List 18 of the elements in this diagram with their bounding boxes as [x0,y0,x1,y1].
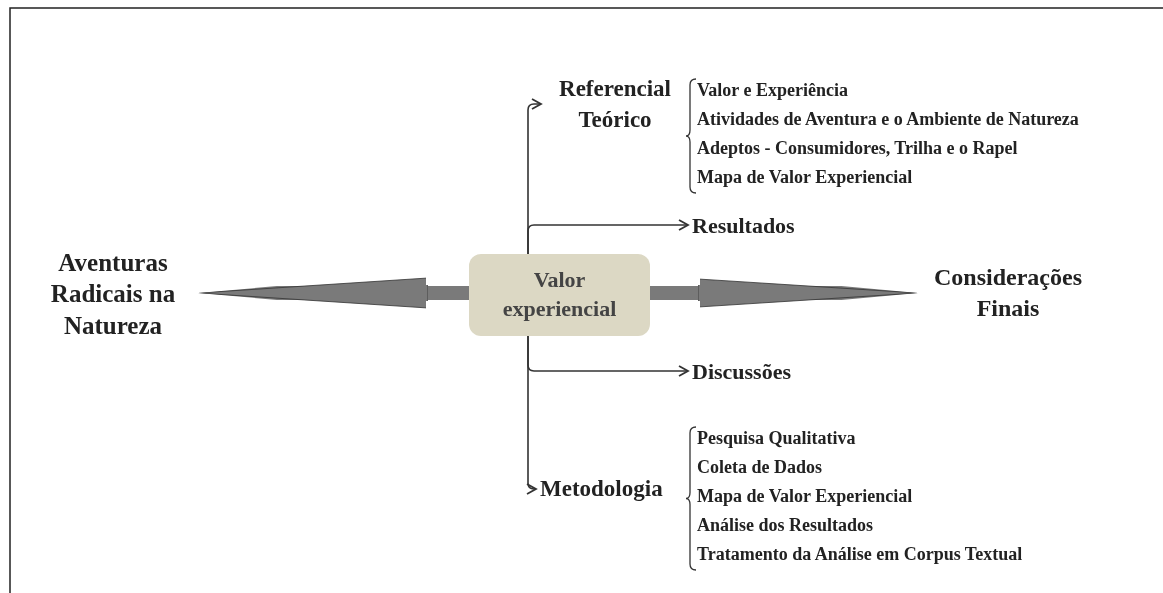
topic-label: Aventuras Radicais na Natureza [28,228,198,360]
topic-label: Metodologia [540,472,685,506]
list-item: Atividades de Aventura e o Ambiente de Natureza [697,108,1079,131]
list-item: Valor e Experiência [697,79,848,102]
list-item: Tratamento da Análise em Corpus Textual [697,543,1023,566]
central-box: Valor experiencial [469,254,650,336]
list-item: Adeptos - Consumidores, Trilha e o Rapel [697,137,1018,160]
topic-label: Resultados [692,210,822,240]
list-item: Análise dos Resultados [697,514,874,537]
list-item: Mapa de Valor Experiencial [697,166,913,189]
list-item: Pesquisa Qualitativa [697,427,856,450]
arrow [526,335,537,495]
arrow [527,219,689,255]
topic-label: Discussões [692,356,822,386]
topic-label: Referencial Teórico [545,70,685,138]
list-item: Mapa de Valor Experiencial [697,485,913,508]
topic-label: Considerações Finais [918,258,1098,328]
list-item: Coleta de Dados [697,456,822,479]
